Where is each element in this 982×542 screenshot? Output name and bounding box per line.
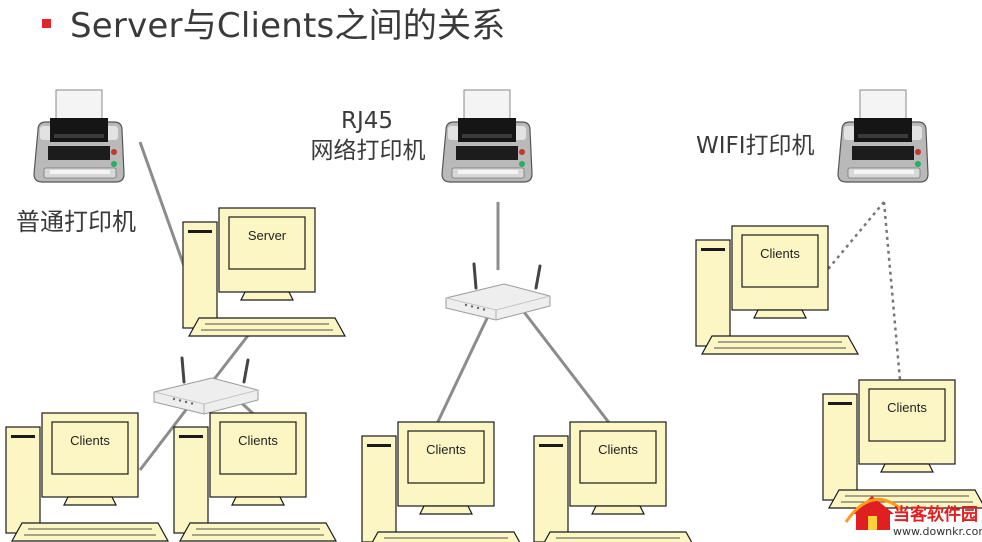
client-computer-4: Clients	[533, 421, 697, 542]
client-screen-label: Clients	[598, 442, 638, 457]
client-computer-3: Clients	[361, 421, 525, 542]
connector-printer-server	[138, 141, 186, 267]
client-screen-label: Clients	[70, 433, 110, 448]
client-screen-label: Clients	[887, 400, 927, 415]
normal-printer-icon	[33, 89, 125, 183]
wifi-printer-label: WIFI打印机	[696, 133, 815, 159]
connector-wifi-client6	[882, 201, 902, 381]
connector-wifi-client5	[823, 201, 885, 275]
slide-title: Server与Clients之间的关系	[70, 5, 506, 46]
network-printer-label: 网络打印机	[311, 138, 426, 164]
client-screen-label: Clients	[238, 433, 278, 448]
network-printer-icon	[441, 89, 533, 183]
client-computer-2: Clients	[173, 412, 337, 542]
watermark: 当客软件园 www.downkr.com	[844, 496, 982, 538]
connector-router-client4	[522, 311, 612, 425]
server-screen-label: Server	[248, 228, 287, 243]
client-screen-label: Clients	[760, 246, 800, 261]
title-bullet	[42, 18, 51, 28]
watermark-url: www.downkr.com	[893, 525, 982, 538]
server-computer: Server	[182, 207, 346, 337]
slide-title-row: Server与Clients之间的关系	[42, 2, 505, 46]
rj45-label: RJ45	[341, 108, 393, 134]
client-computer-5: Clients	[695, 225, 859, 355]
client-computer-6: Clients	[822, 379, 982, 509]
client-screen-label: Clients	[426, 442, 466, 457]
connector-router-client1	[138, 401, 194, 471]
normal-printer-label: 普通打印机	[16, 208, 136, 236]
watermark-name: 当客软件园	[893, 504, 978, 525]
connector-router-client3	[432, 311, 492, 431]
router-icon-center	[444, 262, 552, 322]
client-computer-1: Clients	[5, 412, 169, 542]
wifi-printer-icon	[837, 89, 929, 183]
house-logo-icon	[844, 496, 903, 530]
